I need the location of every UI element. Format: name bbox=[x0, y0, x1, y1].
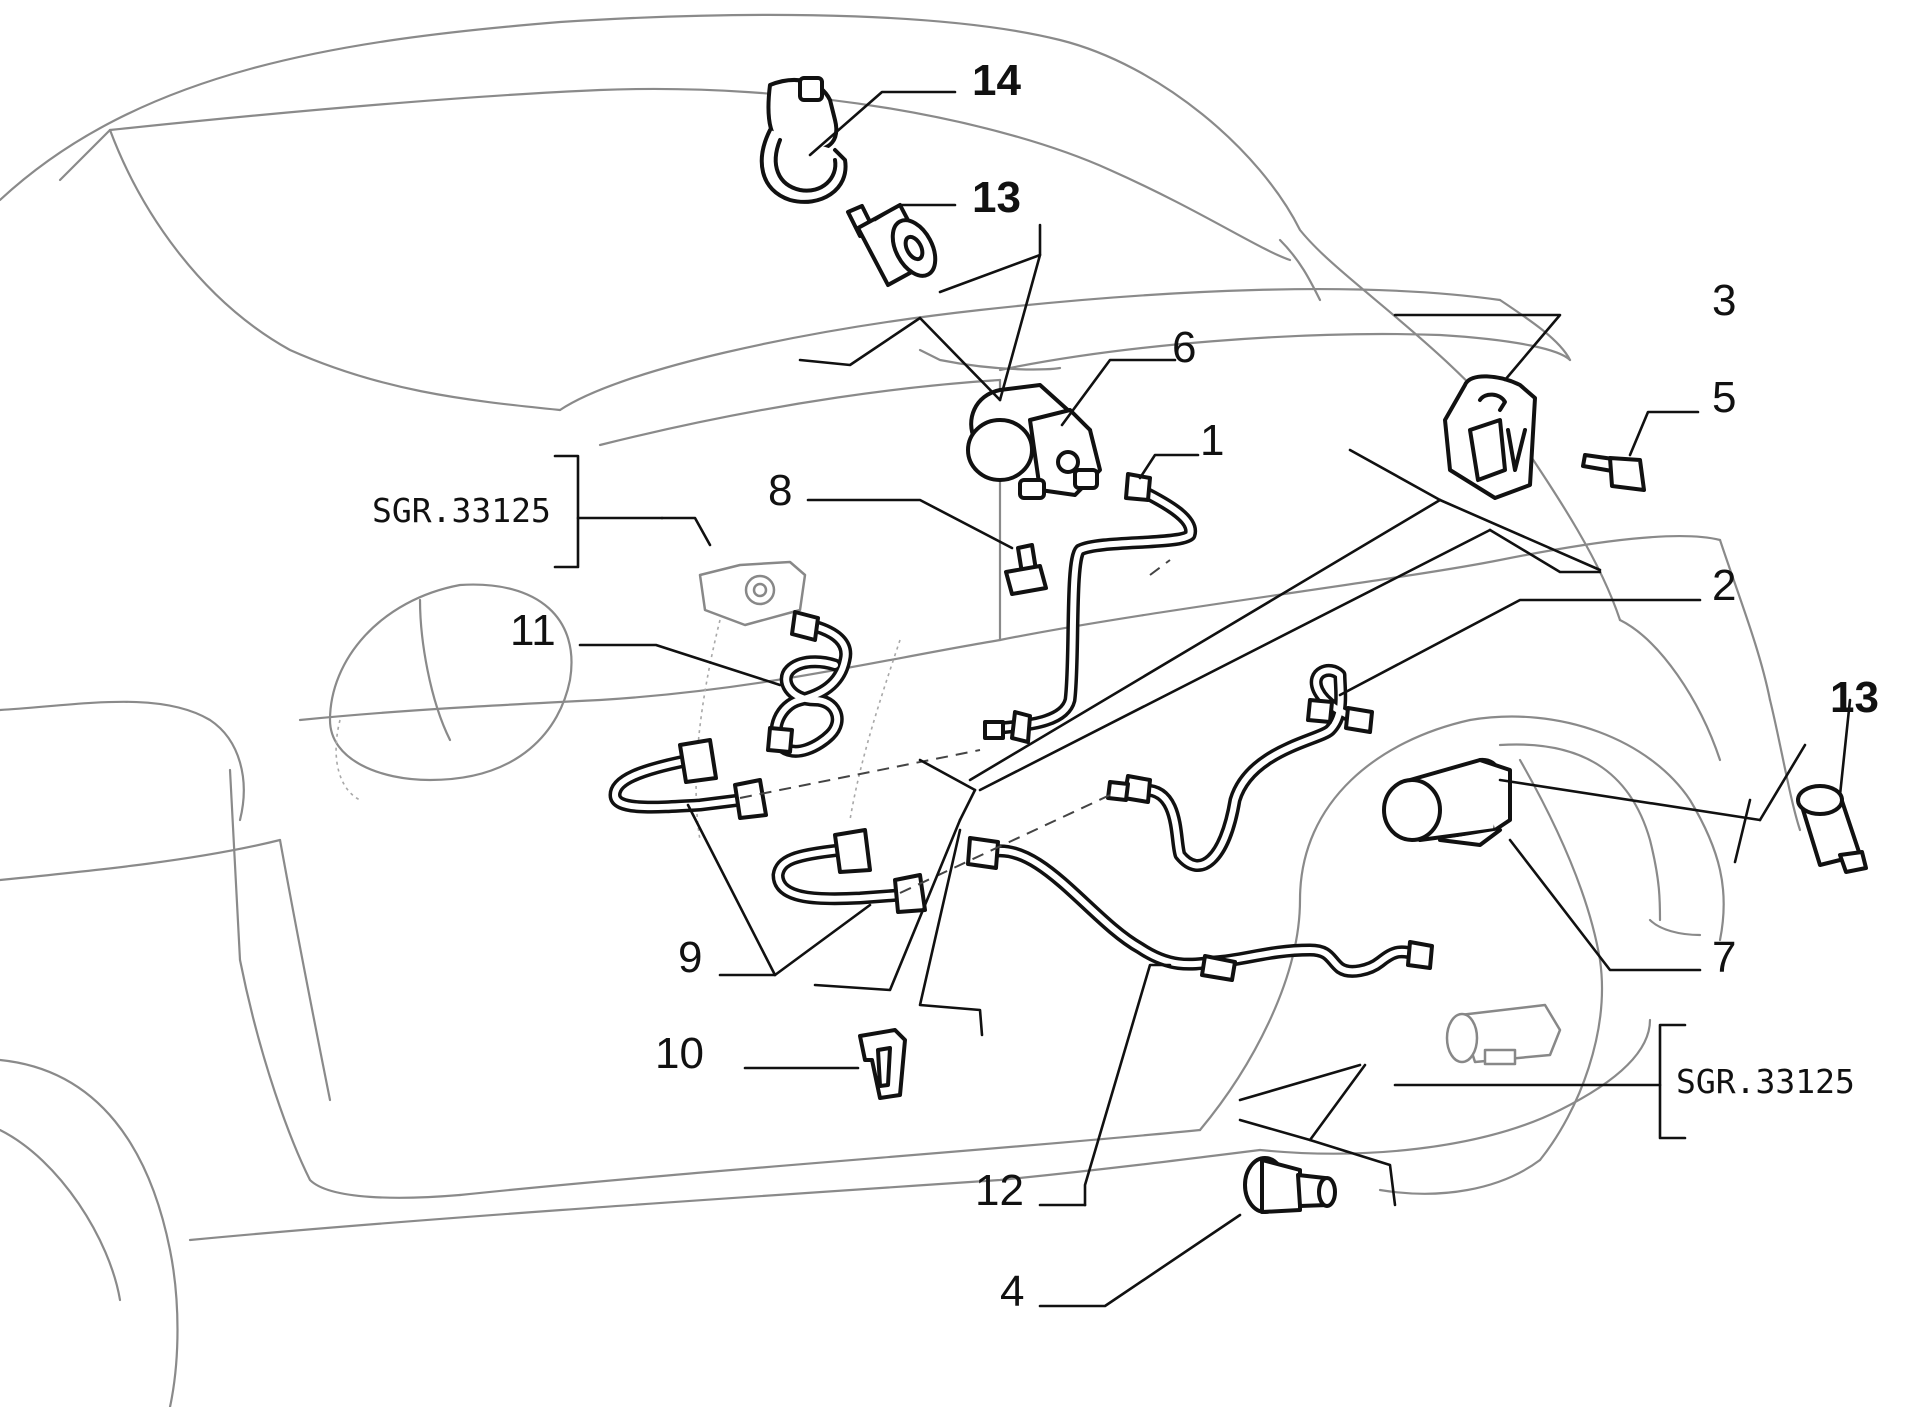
rear-junction-valve-part bbox=[1382, 757, 1512, 847]
bolt-part bbox=[1004, 543, 1048, 596]
sgr-bracket-left bbox=[553, 454, 664, 569]
flange-bolt-part bbox=[1581, 453, 1646, 492]
brake-pipe-1 bbox=[983, 472, 1198, 744]
callout-7: 7 bbox=[1712, 933, 1736, 982]
callout-3: 3 bbox=[1712, 276, 1736, 325]
sgr-reference-right: SGR.33125 bbox=[1676, 1062, 1855, 1101]
assembly-lines bbox=[798, 223, 1807, 1207]
sgr-bracket-right bbox=[1658, 1023, 1687, 1140]
brake-pipe-11 bbox=[766, 610, 853, 758]
bleed-fitting-part bbox=[1243, 1156, 1337, 1214]
union-fitting-right-part bbox=[1796, 784, 1868, 874]
hose-clamp-part bbox=[759, 76, 848, 204]
brake-pipe-12 bbox=[966, 836, 1434, 982]
callout-4: 4 bbox=[1000, 1267, 1024, 1316]
callout-13-right: 13 bbox=[1830, 673, 1879, 722]
callout-12: 12 bbox=[975, 1166, 1024, 1215]
brake-pipe-9-upper bbox=[608, 738, 768, 820]
brake-pipe-2 bbox=[1106, 664, 1374, 872]
ghost-regulator-left bbox=[698, 560, 807, 627]
callout-2: 2 bbox=[1712, 561, 1736, 610]
ghost-valve-right bbox=[1445, 1003, 1562, 1066]
callout-1: 1 bbox=[1200, 416, 1224, 465]
callout-14: 14 bbox=[972, 56, 1021, 105]
callout-5: 5 bbox=[1712, 373, 1736, 422]
mounting-bracket-part bbox=[1443, 374, 1537, 500]
callout-13-top: 13 bbox=[972, 173, 1021, 222]
callout-11: 11 bbox=[510, 606, 556, 655]
callout-10: 10 bbox=[655, 1029, 704, 1078]
callout-labels: 14 13 6 1 8 3 5 2 13 7 11 9 10 12 4 SGR.… bbox=[372, 56, 1879, 1316]
pipe-clip-part bbox=[858, 1028, 907, 1100]
callout-8: 8 bbox=[768, 466, 792, 515]
sgr-reference-left: SGR.33125 bbox=[372, 491, 551, 530]
callout-9: 9 bbox=[678, 933, 702, 982]
callout-6: 6 bbox=[1172, 323, 1196, 372]
connection-dashes bbox=[739, 559, 1171, 894]
callout-leaders bbox=[578, 90, 1852, 1308]
car-body-outline bbox=[0, 13, 1802, 1407]
brake-pressure-regulator-part bbox=[966, 383, 1102, 500]
union-fitting-part bbox=[846, 203, 938, 287]
brake-pipe-9-lower bbox=[771, 828, 927, 914]
